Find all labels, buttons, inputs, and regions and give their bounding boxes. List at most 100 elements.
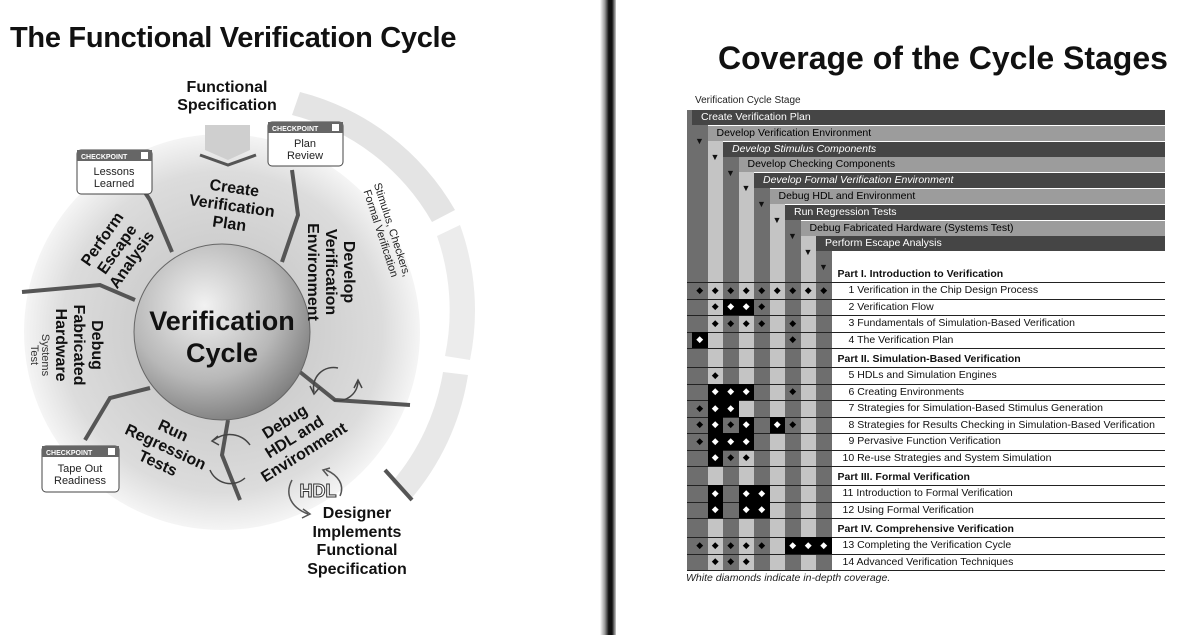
hdl-label: HDL bbox=[300, 481, 337, 501]
svg-text:Test: Test bbox=[28, 345, 40, 365]
center-label: Verification bbox=[149, 306, 295, 336]
coverage-diamond-icon: ◆ bbox=[727, 556, 735, 567]
coverage-diamond-icon: ◆ bbox=[820, 284, 828, 295]
svg-text:Plan: Plan bbox=[211, 214, 247, 236]
coverage-diamond-icon: ◆ bbox=[711, 556, 719, 567]
page-gutter bbox=[600, 0, 616, 635]
spec-label: Functional bbox=[187, 79, 268, 96]
outer-arc bbox=[392, 372, 468, 500]
coverage-diamond-icon: ◆ bbox=[789, 284, 797, 295]
row-divider bbox=[687, 331, 1165, 333]
chapter-row: 1 Verification in the Chip Design Proces… bbox=[848, 284, 1039, 296]
right-page: Coverage of the Cycle Stages Verificatio… bbox=[616, 0, 1200, 635]
in-depth-coverage-diamond-icon: ◆ bbox=[723, 433, 739, 450]
center-label: Cycle bbox=[186, 338, 258, 368]
in-depth-coverage-diamond-icon: ◆ bbox=[707, 416, 723, 433]
stage-header: Create Verification Plan bbox=[692, 110, 1165, 125]
in-depth-coverage-diamond-icon: ◆ bbox=[723, 400, 739, 417]
svg-text:Create: Create bbox=[208, 177, 260, 201]
down-arrow-icon: ▼ bbox=[710, 151, 720, 162]
coverage-diamond-icon: ◆ bbox=[742, 284, 750, 295]
coverage-diamond-icon: ◆ bbox=[742, 452, 750, 463]
hdl-arrows bbox=[288, 467, 343, 519]
row-divider bbox=[687, 485, 1165, 486]
in-depth-coverage-diamond-icon: ◆ bbox=[723, 298, 739, 315]
in-depth-coverage-diamond-icon: ◆ bbox=[738, 383, 754, 400]
svg-text:Lessons: Lessons bbox=[94, 166, 135, 178]
coverage-diamond-icon: ◆ bbox=[758, 317, 766, 328]
row-divider bbox=[687, 501, 1165, 503]
coverage-diamond-icon: ◆ bbox=[804, 284, 812, 295]
chapter-row: 6 Creating Environments bbox=[848, 385, 965, 398]
row-divider bbox=[687, 570, 1165, 571]
svg-text:Tape Out: Tape Out bbox=[58, 463, 103, 475]
svg-text:Systems: Systems bbox=[39, 334, 51, 377]
part-heading: Part III. Formal Verification bbox=[837, 471, 970, 483]
in-depth-coverage-diamond-icon: ◆ bbox=[738, 501, 754, 518]
in-depth-coverage-diamond-icon: ◆ bbox=[785, 537, 801, 554]
coverage-diamond-icon: ◆ bbox=[773, 284, 781, 295]
checkpoint-tape-out-readiness: CHECKPOINT Tape Out Readiness bbox=[41, 445, 120, 493]
coverage-diamond-icon: ◆ bbox=[789, 334, 797, 345]
coverage-diamond-icon: ◆ bbox=[727, 452, 735, 463]
chapter-row: 11 Introduction to Formal Verification bbox=[842, 487, 1013, 499]
row-divider bbox=[687, 315, 1165, 316]
chapter-row: 12 Using Formal Verification bbox=[842, 503, 974, 516]
stage-column bbox=[723, 141, 739, 570]
chapter-row: 4 The Verification Plan bbox=[848, 333, 954, 346]
stage-header: Run Regression Tests bbox=[785, 204, 1165, 220]
svg-text:CHECKPOINT: CHECKPOINT bbox=[46, 450, 93, 457]
svg-text:Hardware: Hardware bbox=[52, 309, 69, 382]
coverage-diamond-icon: ◆ bbox=[742, 539, 750, 550]
in-depth-coverage-diamond-icon: ◆ bbox=[707, 400, 723, 417]
chapter-row: 8 Strategies for Results Checking in Sim… bbox=[848, 418, 1155, 431]
row-divider bbox=[687, 298, 1165, 300]
stage-column bbox=[800, 220, 816, 570]
stage-column bbox=[769, 189, 785, 570]
in-depth-coverage-diamond-icon: ◆ bbox=[692, 331, 708, 348]
chapter-row: 14 Advanced Verification Techniques bbox=[842, 555, 1014, 568]
coverage-diamond-icon: ◆ bbox=[696, 419, 704, 430]
designer-label: Specification bbox=[307, 561, 407, 578]
chapter-row: 13 Completing the Verification Cycle bbox=[842, 539, 1012, 551]
in-depth-coverage-diamond-icon: ◆ bbox=[723, 383, 739, 400]
stage-header: Debug HDL and Environment bbox=[769, 189, 1165, 204]
down-arrow-icon: ▼ bbox=[757, 199, 766, 210]
coverage-diamond-icon: ◆ bbox=[758, 539, 766, 550]
coverage-diamond-icon: ◆ bbox=[727, 419, 735, 430]
row-divider bbox=[687, 383, 1165, 385]
chapter-row: 3 Fundamentals of Simulation-Based Verif… bbox=[848, 317, 1075, 329]
row-divider bbox=[687, 367, 1165, 368]
coverage-diamond-icon: ◆ bbox=[711, 539, 719, 550]
part-heading: Part I. Introduction to Verification bbox=[837, 268, 1004, 280]
in-depth-coverage-diamond-icon: ◆ bbox=[754, 501, 770, 518]
down-arrow-icon: ▼ bbox=[819, 262, 828, 273]
in-depth-coverage-diamond-icon: ◆ bbox=[738, 416, 754, 433]
stage-column bbox=[785, 204, 801, 570]
coverage-diamond-icon: ◆ bbox=[696, 435, 704, 446]
checkbox-icon bbox=[332, 124, 339, 131]
chapter-row: 7 Strategies for Simulation-Based Stimul… bbox=[848, 402, 1103, 414]
svg-text:Readiness: Readiness bbox=[54, 475, 106, 487]
in-depth-coverage-diamond-icon: ◆ bbox=[707, 433, 723, 450]
coverage-diamond-icon: ◆ bbox=[758, 284, 766, 295]
svg-text:Review: Review bbox=[287, 150, 323, 162]
in-depth-coverage-diamond-icon: ◆ bbox=[769, 416, 785, 433]
chapter-row: 10 Re-use Strategies and System Simulati… bbox=[842, 451, 1052, 464]
cycle-arrows bbox=[209, 366, 363, 485]
stage-header: Develop Stimulus Components bbox=[723, 141, 1165, 157]
row-divider bbox=[687, 449, 1165, 451]
in-depth-coverage-diamond-icon: ◆ bbox=[707, 485, 723, 502]
coverage-diamond-icon: ◆ bbox=[696, 402, 704, 413]
coverage-diamond-icon: ◆ bbox=[711, 369, 719, 380]
down-arrow-icon: ▼ bbox=[772, 215, 782, 225]
row-divider bbox=[687, 416, 1165, 418]
coverage-diamond-icon: ◆ bbox=[789, 386, 797, 397]
down-arrow-icon: ▼ bbox=[695, 136, 704, 146]
svg-text:Learned: Learned bbox=[94, 178, 134, 190]
svg-text:Verification: Verification bbox=[322, 229, 339, 315]
stage-axis-caption: Verification Cycle Stage bbox=[695, 95, 801, 106]
right-page-title: Coverage of the Cycle Stages bbox=[718, 40, 1168, 76]
row-divider bbox=[687, 433, 1165, 434]
matrix-left-edge bbox=[687, 110, 692, 570]
